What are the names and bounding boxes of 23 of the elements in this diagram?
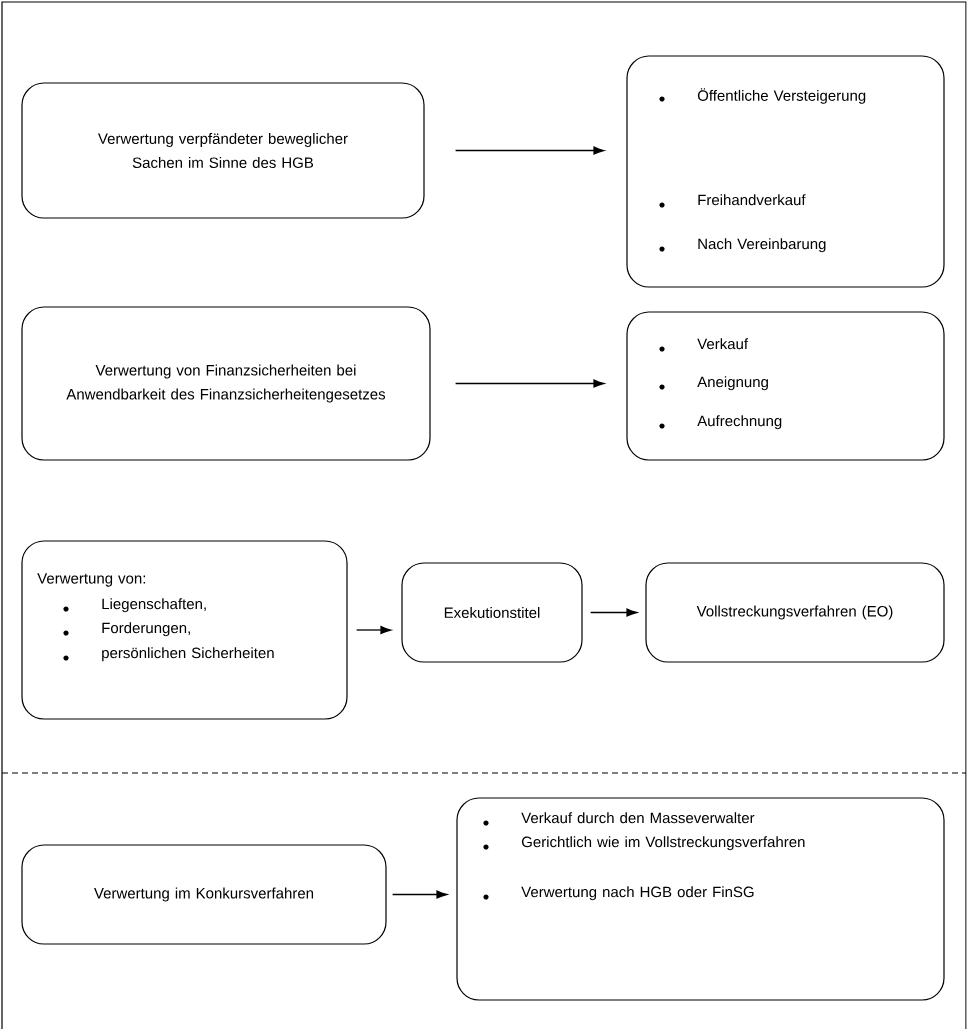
box-text: Verwertung verpfändeter beweglicher Sachen im Sinne des HGB bbox=[98, 133, 348, 168]
list-item: Forderungen, bbox=[102, 622, 190, 637]
arrow bbox=[454, 146, 605, 155]
list-item: Öffentliche Versteigerung bbox=[697, 88, 866, 104]
box-text: Exekutionstitel bbox=[444, 607, 540, 618]
list-item: Freihandverkauf bbox=[698, 194, 806, 206]
list-item: persönlichen Sicherheiten bbox=[102, 647, 274, 662]
list-item: Verwertung nach HGB oder FinSG bbox=[521, 886, 754, 901]
box-text: Verwertung von Finanzsicherheiten bei Anwendbarkeit des Finanzsicherheitengesetzes bbox=[66, 364, 386, 403]
list-item: Verkauf bbox=[697, 338, 749, 350]
arrow bbox=[355, 625, 392, 635]
list-item: Aneignung bbox=[697, 376, 768, 391]
list-item: Gerichtlich wie im Vollstreckungsverfahren bbox=[521, 836, 805, 851]
box-text: Vollstreckungsverfahren (EO) bbox=[696, 605, 893, 620]
list-item: Liegenschaften, bbox=[102, 598, 206, 613]
arrow bbox=[589, 608, 638, 617]
box-text: Verwertung im Konkursverfahren bbox=[94, 887, 314, 902]
arrow bbox=[454, 379, 605, 388]
list-item: Verkauf durch den Masseverwalter bbox=[521, 812, 755, 824]
list-item: Nach Vereinbarung bbox=[698, 238, 826, 253]
arrow bbox=[391, 890, 448, 899]
list-item: Aufrechnung bbox=[697, 415, 782, 430]
box-text: Verwertung von: bbox=[37, 573, 146, 587]
